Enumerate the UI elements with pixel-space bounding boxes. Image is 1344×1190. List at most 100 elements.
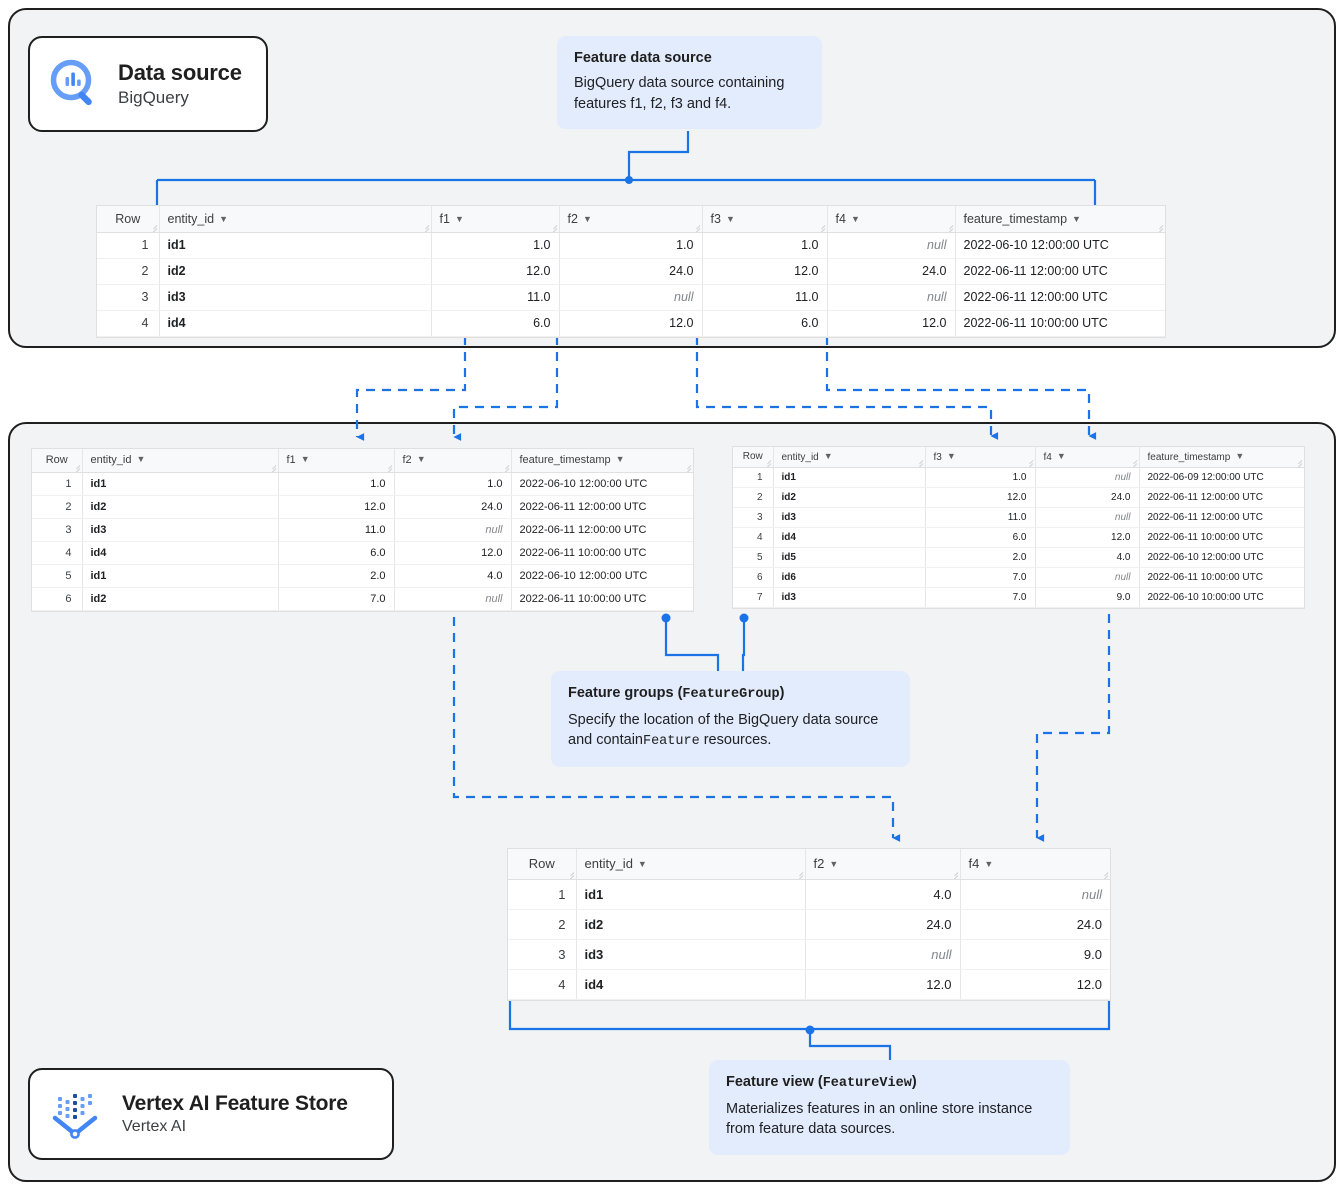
cell-entity-id: id3: [576, 939, 806, 970]
column-header-entity_id[interactable]: entity_id▼: [159, 206, 432, 233]
column-resize-grip[interactable]: [500, 462, 509, 471]
column-header-entity_id[interactable]: entity_id▼: [773, 447, 926, 468]
cell-f1: 7.0: [278, 587, 395, 611]
column-header-feature_timestamp[interactable]: feature_timestamp▼: [511, 449, 693, 473]
column-resize-grip[interactable]: [1154, 222, 1164, 231]
chevron-down-icon[interactable]: ▼: [582, 213, 592, 224]
column-resize-grip[interactable]: [267, 462, 276, 471]
column-header-row[interactable]: Row: [733, 447, 774, 468]
cell-f2: null: [559, 284, 703, 311]
column-header-f2[interactable]: f2▼: [559, 206, 703, 233]
column-header-row[interactable]: Row: [32, 449, 83, 473]
column-header-row[interactable]: Row: [97, 206, 160, 233]
column-resize-grip[interactable]: [682, 462, 692, 471]
column-header-entity_id[interactable]: entity_id▼: [82, 449, 279, 473]
column-resize-grip[interactable]: [1128, 457, 1137, 466]
column-resize-grip[interactable]: [71, 462, 80, 471]
chevron-down-icon[interactable]: ▼: [725, 213, 735, 224]
column-resize-grip[interactable]: [420, 222, 429, 231]
column-header-f4[interactable]: f4▼: [1035, 447, 1140, 468]
chevron-down-icon[interactable]: ▼: [850, 213, 860, 224]
column-resize-grip[interactable]: [914, 457, 923, 466]
column-header-f2[interactable]: f2▼: [805, 849, 961, 880]
chevron-down-icon[interactable]: ▼: [829, 859, 839, 870]
column-resize-grip[interactable]: [1099, 869, 1109, 878]
column-header-f1[interactable]: f1▼: [278, 449, 395, 473]
column-resize-grip[interactable]: [148, 222, 157, 231]
column-header-f3[interactable]: f3▼: [702, 206, 828, 233]
column-header-row[interactable]: Row: [508, 849, 577, 880]
cell-feature-timestamp: 2022-06-11 10:00:00 UTC: [1139, 527, 1304, 548]
chevron-down-icon[interactable]: ▼: [300, 454, 310, 465]
cell-f2: null: [394, 587, 512, 611]
column-header-f4[interactable]: f4▼: [960, 849, 1110, 880]
column-resize-grip[interactable]: [1293, 457, 1303, 466]
cell-f4: null: [827, 284, 956, 311]
chevron-down-icon[interactable]: ▼: [946, 450, 956, 461]
cell-row-number: 3: [97, 284, 160, 311]
column-header-f2[interactable]: f2▼: [394, 449, 512, 473]
cell-f2: 1.0: [559, 232, 703, 259]
cell-f3: 1.0: [702, 232, 828, 259]
chevron-down-icon[interactable]: ▼: [984, 859, 994, 870]
cell-f4: 24.0: [960, 909, 1110, 940]
cell-feature-timestamp: 2022-06-10 12:00:00 UTC: [511, 564, 693, 588]
column-resize-grip[interactable]: [383, 462, 392, 471]
column-resize-grip[interactable]: [1024, 457, 1033, 466]
chevron-down-icon[interactable]: ▼: [1056, 450, 1066, 461]
column-resize-grip[interactable]: [691, 222, 700, 231]
chevron-down-icon[interactable]: ▼: [219, 213, 228, 224]
callout-feature-groups-body: Specify the location of the BigQuery dat…: [568, 710, 893, 752]
cell-feature-timestamp: 2022-06-11 12:00:00 UTC: [1139, 507, 1304, 528]
column-header-feature_timestamp[interactable]: feature_timestamp▼: [1139, 447, 1304, 468]
chevron-down-icon[interactable]: ▼: [136, 454, 146, 465]
chevron-down-icon[interactable]: ▼: [416, 454, 426, 465]
column-header-label: f4: [835, 211, 846, 226]
chevron-down-icon[interactable]: ▼: [823, 450, 833, 461]
column-header-entity_id[interactable]: entity_id▼: [576, 849, 806, 880]
column-resize-grip[interactable]: [794, 869, 803, 878]
column-header-f1[interactable]: f1▼: [431, 206, 560, 233]
column-header-feature_timestamp[interactable]: feature_timestamp▼: [955, 206, 1165, 233]
column-resize-grip[interactable]: [816, 222, 825, 231]
chevron-down-icon[interactable]: ▼: [615, 454, 625, 465]
column-resize-grip[interactable]: [944, 222, 953, 231]
cell-row-number: 4: [733, 527, 774, 548]
chevron-down-icon[interactable]: ▼: [454, 213, 464, 224]
column-header-f4[interactable]: f4 ▼: [827, 206, 956, 233]
column-resize-grip[interactable]: [949, 869, 958, 878]
column-resize-grip[interactable]: [548, 222, 557, 231]
chevron-down-icon[interactable]: ▼: [1072, 213, 1081, 224]
chevron-down-icon[interactable]: ▼: [1235, 450, 1245, 461]
chevron-down-icon[interactable]: ▼: [637, 859, 647, 870]
cell-entity-id: id6: [773, 567, 926, 588]
column-header-f3[interactable]: f3▼: [925, 447, 1036, 468]
column-resize-grip[interactable]: [565, 869, 574, 878]
